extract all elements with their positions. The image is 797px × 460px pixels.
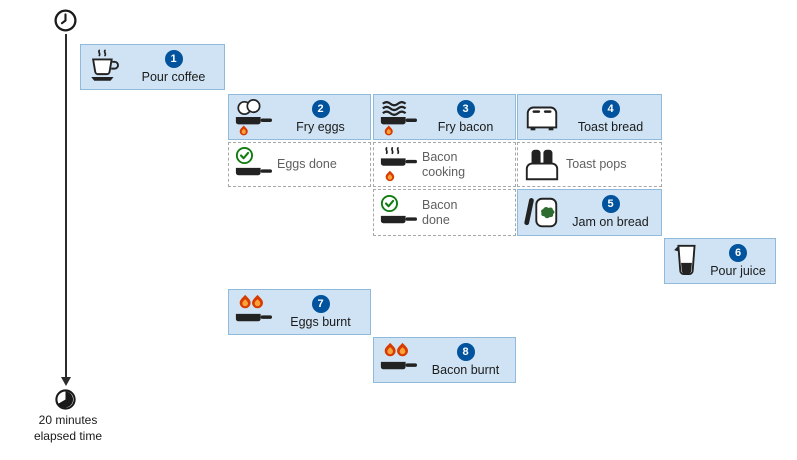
event-label: Eggs done bbox=[277, 157, 337, 172]
elapsed-time-label: 20 minutes elapsed time bbox=[16, 412, 120, 444]
step-number-badge: 6 bbox=[729, 243, 747, 262]
check-pan-icon bbox=[374, 191, 422, 235]
task-label: Fry eggs bbox=[296, 119, 345, 134]
juice-glass-icon bbox=[665, 239, 707, 283]
timeline-arrowhead bbox=[61, 377, 71, 386]
event-bacon-cooking: Bacon cooking bbox=[373, 142, 516, 187]
task-label: Toast bread bbox=[577, 119, 644, 134]
event-label: Toast pops bbox=[566, 157, 627, 172]
task-label: Fry bacon bbox=[437, 119, 494, 134]
event-label: Bacon done bbox=[422, 198, 458, 227]
event-toast-pops: Toast pops bbox=[517, 142, 662, 187]
task-label: Pour juice bbox=[710, 263, 766, 278]
bread-jam-icon bbox=[518, 191, 566, 235]
step-number-badge: 7 bbox=[311, 294, 330, 313]
toaster-icon bbox=[518, 95, 566, 139]
step-number-badge: 2 bbox=[311, 99, 330, 118]
task-label: Jam on bread bbox=[572, 215, 649, 230]
step-number-badge: 5 bbox=[601, 195, 620, 214]
step-number-badge: 4 bbox=[601, 99, 620, 118]
task-fry-eggs: 2 Fry eggs bbox=[228, 94, 371, 140]
steam-pan-icon bbox=[374, 143, 422, 187]
toast-pops-icon bbox=[518, 143, 566, 187]
elapsed-time-line1: 20 minutes bbox=[38, 413, 98, 427]
task-toast-bread: 4 Toast bread bbox=[517, 94, 662, 140]
task-jam-on-bread: 5 Jam on bread bbox=[517, 189, 662, 236]
burnt-pan-icon bbox=[229, 290, 277, 334]
coffee-cup-icon bbox=[81, 45, 129, 89]
task-pour-juice: 6 Pour juice bbox=[664, 238, 776, 284]
elapsed-time-line2: elapsed time bbox=[33, 429, 103, 444]
event-label: Bacon cooking bbox=[422, 150, 466, 179]
clock-end-icon bbox=[54, 388, 77, 411]
task-fry-bacon: 3 Fry bacon bbox=[373, 94, 516, 140]
task-pour-coffee: 1 Pour coffee bbox=[80, 44, 225, 90]
timeline-line bbox=[65, 34, 67, 378]
task-label: Eggs burnt bbox=[290, 314, 351, 329]
check-pan-icon bbox=[229, 143, 277, 187]
event-bacon-done: Bacon done bbox=[373, 189, 516, 236]
bacon-pan-icon bbox=[374, 95, 422, 139]
burnt-pan-icon bbox=[374, 338, 422, 382]
step-number-badge: 8 bbox=[456, 342, 475, 361]
step-number-badge: 1 bbox=[164, 49, 183, 68]
task-eggs-burnt: 7 Eggs burnt bbox=[228, 289, 371, 335]
eggs-pan-icon bbox=[229, 95, 277, 139]
step-number-badge: 3 bbox=[456, 99, 475, 118]
task-label: Bacon burnt bbox=[431, 362, 500, 377]
task-bacon-burnt: 8 Bacon burnt bbox=[373, 337, 516, 383]
event-eggs-done: Eggs done bbox=[228, 142, 371, 187]
clock-start-icon bbox=[53, 8, 78, 33]
task-label: Pour coffee bbox=[141, 69, 206, 84]
